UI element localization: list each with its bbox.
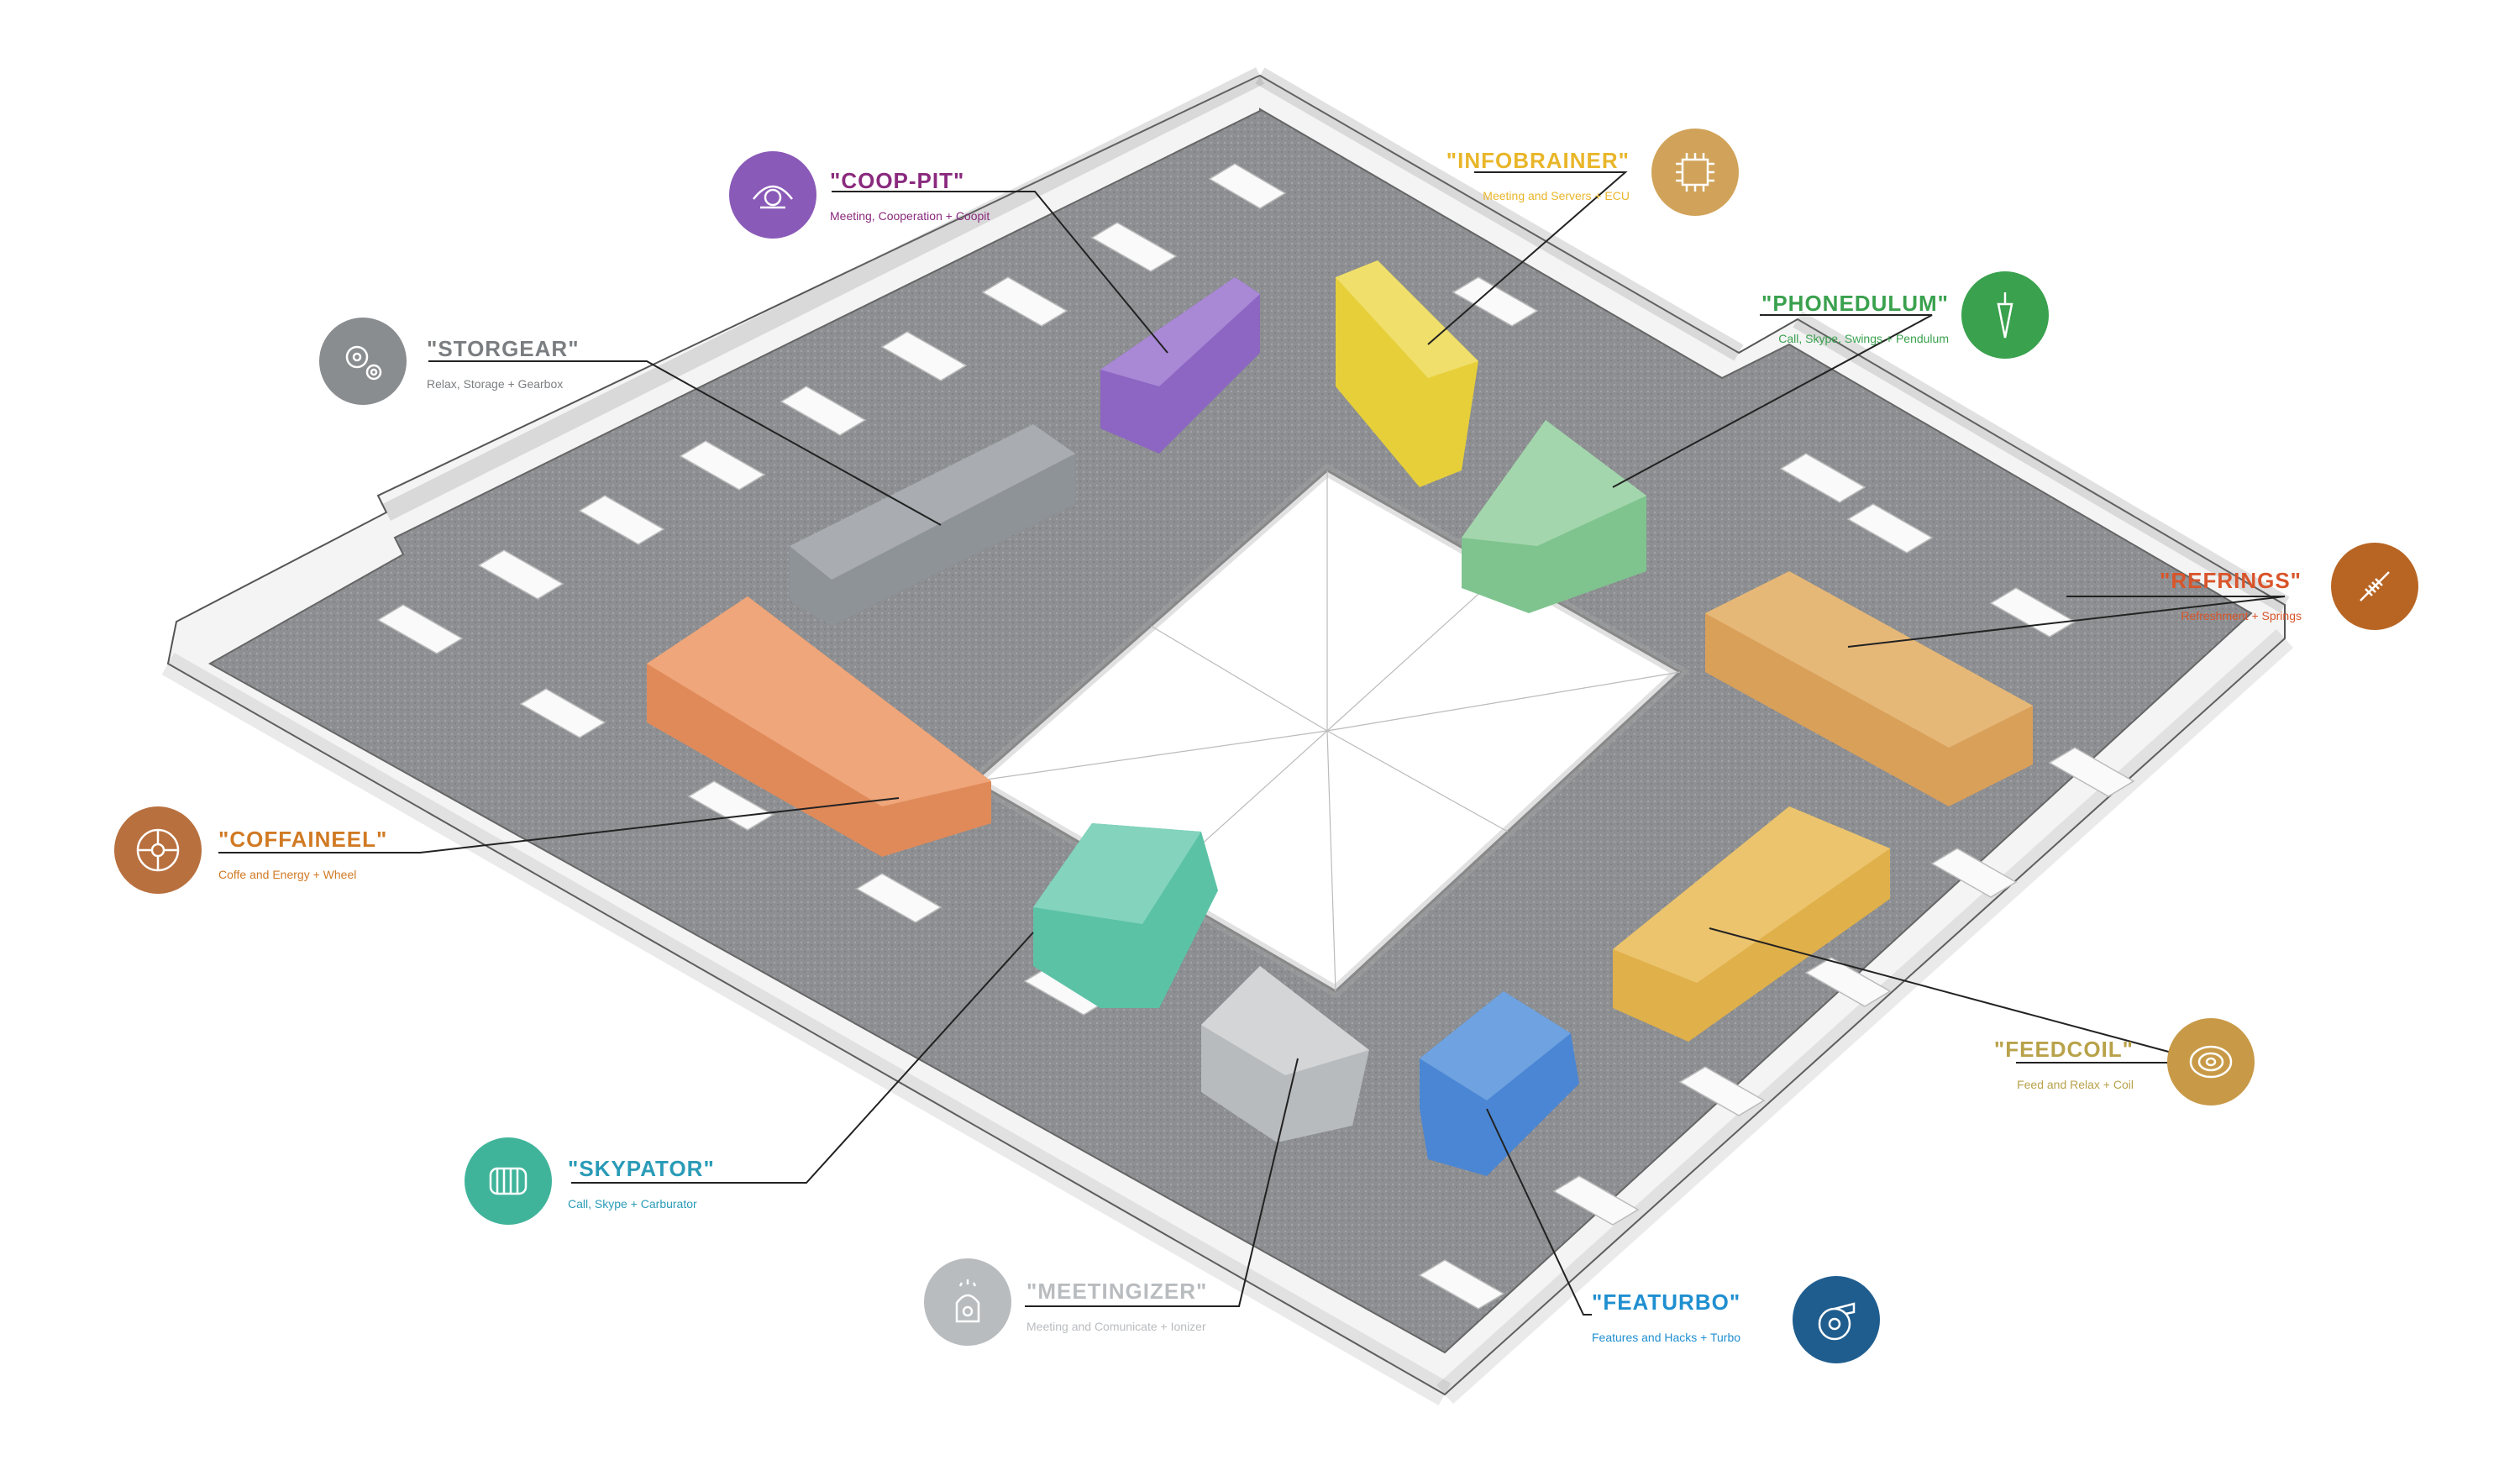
pod-coop-pit bbox=[1100, 277, 1260, 454]
label-featurbo: "FEATURBO" Features and Hacks + Turbo bbox=[1592, 1289, 1740, 1344]
title-infobrainer: "INFOBRAINER" bbox=[1446, 148, 1630, 173]
label-refrings: "REFRINGS" Refreshment + Springs bbox=[2083, 568, 2302, 622]
pendulum-icon bbox=[1961, 271, 2049, 359]
pod-feedcoil bbox=[1613, 806, 1890, 1042]
title-phonedulum: "PHONEDULUM" bbox=[1761, 291, 1949, 316]
subtitle-refrings: Refreshment + Springs bbox=[2181, 609, 2302, 622]
subtitle-coop-pit: Meeting, Cooperation + Coopit bbox=[830, 209, 990, 223]
turbo-icon bbox=[1793, 1276, 1880, 1363]
ionizer-icon bbox=[924, 1258, 1011, 1346]
label-storgear: "STORGEAR" Relax, Storage + Gearbox bbox=[427, 336, 580, 391]
label-meetingizer: "MEETINGIZER" Meeting and Comunicate + I… bbox=[1026, 1279, 1207, 1333]
cpu-chip-icon bbox=[1651, 129, 1739, 216]
label-phonedulum: "PHONEDULUM" Call, Skype, Swings + Pendu… bbox=[1680, 291, 1949, 345]
spring-shock-icon bbox=[2331, 543, 2418, 630]
subtitle-feedcoil: Feed and Relax + Coil bbox=[2017, 1078, 2134, 1091]
label-feedcoil: "FEEDCOIL" Feed and Relax + Coil bbox=[1932, 1037, 2134, 1091]
pod-meetingizer bbox=[1201, 966, 1369, 1142]
gears-icon bbox=[319, 318, 407, 405]
subtitle-coffaineel: Coffe and Energy + Wheel bbox=[218, 868, 357, 881]
pod-storgear bbox=[790, 424, 1075, 626]
cockpit-icon bbox=[729, 151, 816, 239]
title-featurbo: "FEATURBO" bbox=[1592, 1289, 1741, 1315]
label-infobrainer: "INFOBRAINER" Meeting and Servers + ECU bbox=[1411, 148, 1630, 202]
title-skypator: "SKYPATOR" bbox=[568, 1156, 715, 1181]
subtitle-phonedulum: Call, Skype, Swings + Pendulum bbox=[1778, 332, 1949, 345]
pod-phonedulum bbox=[1462, 420, 1646, 613]
subtitle-infobrainer: Meeting and Servers + ECU bbox=[1483, 189, 1630, 202]
pod-infobrainer bbox=[1336, 260, 1478, 487]
title-feedcoil: "FEEDCOIL" bbox=[1993, 1037, 2134, 1062]
title-coffaineel: "COFFAINEEL" bbox=[218, 827, 388, 852]
title-refrings: "REFRINGS" bbox=[2160, 568, 2302, 593]
title-storgear: "STORGEAR" bbox=[427, 336, 580, 361]
title-meetingizer: "MEETINGIZER" bbox=[1026, 1279, 1208, 1304]
wheel-icon bbox=[114, 806, 202, 894]
title-coop-pit: "COOP-PIT" bbox=[830, 168, 965, 193]
label-coop-pit: "COOP-PIT" Meeting, Cooperation + Coopit bbox=[830, 168, 990, 223]
subtitle-meetingizer: Meeting and Comunicate + Ionizer bbox=[1026, 1320, 1206, 1333]
subtitle-featurbo: Features and Hacks + Turbo bbox=[1592, 1331, 1741, 1344]
desk-rows bbox=[376, 163, 2135, 1310]
label-coffaineel: "COFFAINEEL" Coffe and Energy + Wheel bbox=[218, 827, 387, 881]
carburator-icon bbox=[465, 1137, 552, 1225]
pod-refrings bbox=[1705, 571, 2033, 806]
subtitle-storgear: Relax, Storage + Gearbox bbox=[427, 377, 564, 391]
pod-featurbo bbox=[1420, 991, 1579, 1176]
pod-skypator bbox=[1033, 823, 1218, 1008]
coil-icon bbox=[2167, 1018, 2255, 1106]
subtitle-skypator: Call, Skype + Carburator bbox=[568, 1197, 697, 1211]
pod-coffaineel bbox=[647, 596, 991, 857]
label-skypator: "SKYPATOR" Call, Skype + Carburator bbox=[568, 1156, 715, 1211]
